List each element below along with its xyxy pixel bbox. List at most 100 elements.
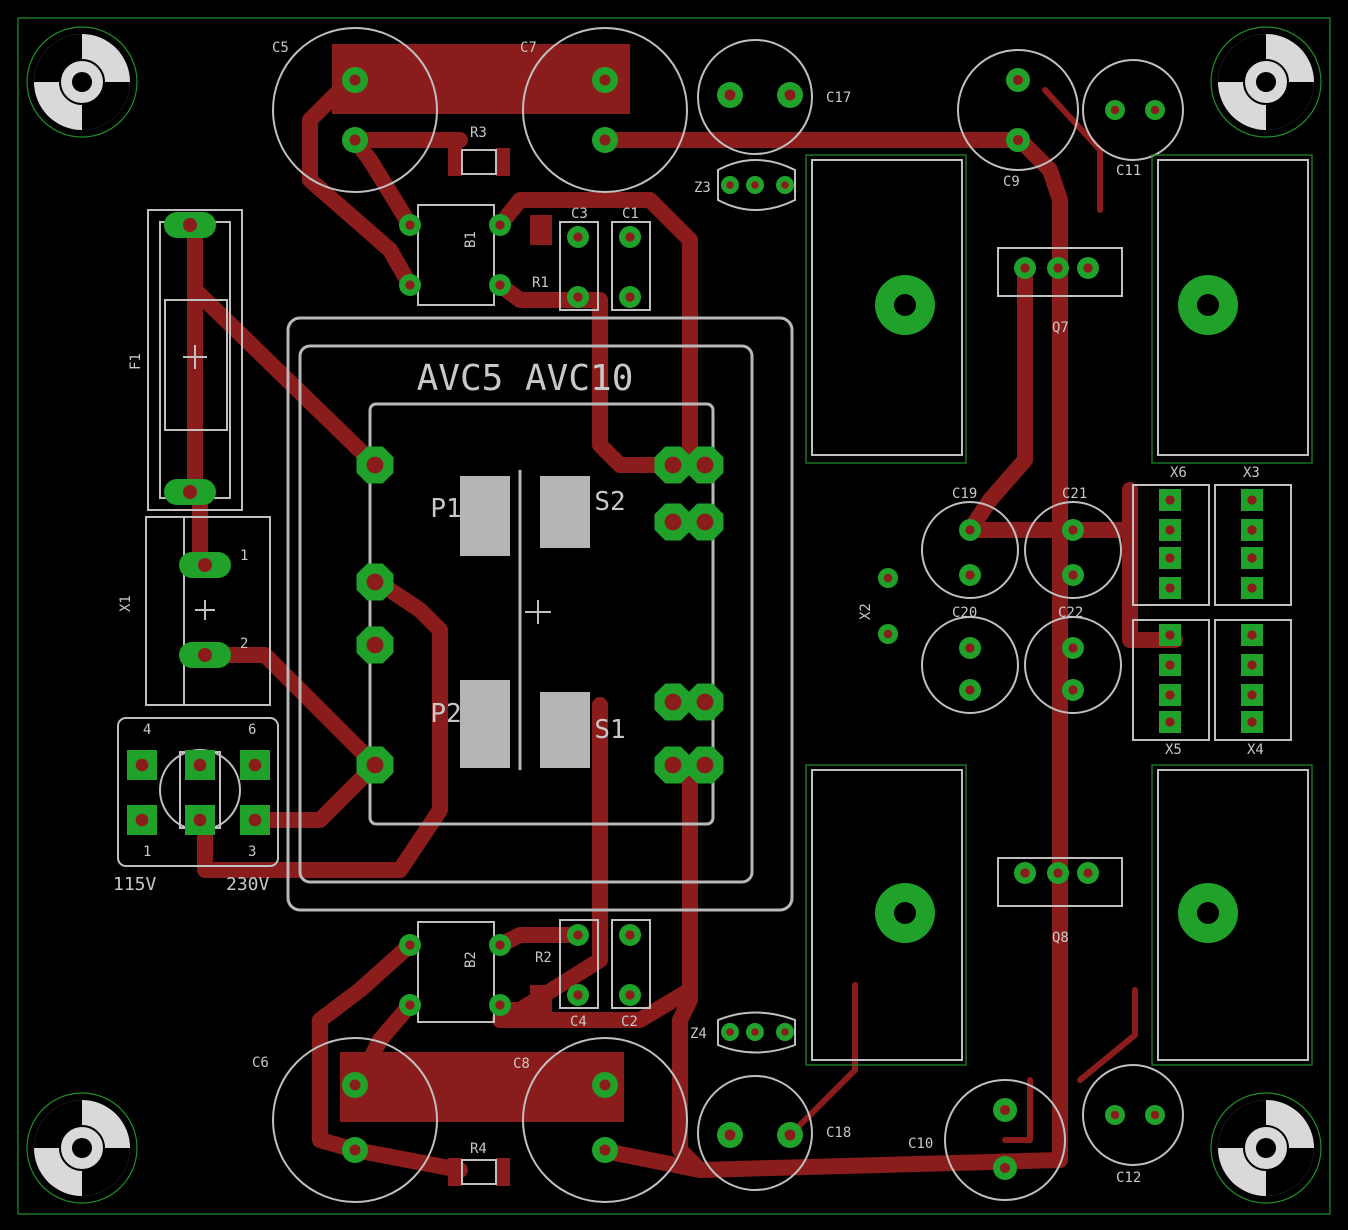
pad-drill: [1068, 525, 1078, 535]
label-c19: C19: [952, 486, 977, 502]
mounting-hole-top-left: [26, 26, 138, 138]
transformer-footprint: AVC5 AVC10 P1 P2 S1 S2: [286, 316, 794, 912]
pad-drill: [349, 134, 361, 146]
winding-p2-label: P2: [430, 699, 461, 729]
component-labels: C5 C7 C17 C9 C11 R3 R1 C3 C1 Z3 Q7 Q8 C1…: [143, 40, 1264, 1186]
mounting-hole-bottom-right: [1210, 1092, 1322, 1204]
pads: [127, 67, 1263, 1180]
terminal-blocks: [1132, 484, 1292, 741]
pad-drill: [135, 758, 149, 772]
label-c20: C20: [952, 605, 977, 621]
label-c10: C10: [908, 1136, 933, 1152]
pad-drill: [193, 758, 207, 772]
pad-drill: [248, 813, 262, 827]
pad-drill: [1053, 868, 1063, 878]
pad-drill: [573, 292, 583, 302]
pad-drill: [965, 525, 975, 535]
pad-drill: [1165, 525, 1175, 535]
label-z4: Z4: [690, 1026, 707, 1042]
label-c9: C9: [1003, 174, 1020, 190]
pad-drill: [883, 573, 893, 583]
pad-drill: [405, 220, 415, 230]
label-c17: C17: [826, 90, 851, 106]
pad-drill: [1247, 660, 1257, 670]
copper-pour-top: [332, 44, 630, 114]
label-q8: Q8: [1052, 930, 1069, 946]
pad-drill: [726, 1028, 734, 1036]
pad-drill: [999, 1162, 1011, 1174]
pad-drill: [1110, 1110, 1120, 1120]
winding-s1-label: S1: [594, 715, 625, 745]
label-sel-pin3: 3: [248, 844, 256, 860]
pad-drill: [349, 1079, 361, 1091]
pad-drill: [696, 456, 714, 474]
pad-drill: [366, 573, 384, 591]
label-x1-pin2: 2: [240, 636, 248, 652]
label-c2: C2: [621, 1014, 638, 1030]
board-outline: [17, 17, 1331, 1215]
pad-drill: [1068, 685, 1078, 695]
pad-drill: [1247, 583, 1257, 593]
pad-drill: [1247, 717, 1257, 727]
winding-s2-label: S2: [594, 487, 625, 517]
label-c8: C8: [513, 1056, 530, 1072]
pad-drill: [1247, 553, 1257, 563]
pad-drill: [664, 456, 682, 474]
pad-drill: [495, 940, 505, 950]
pad-drill: [366, 456, 384, 474]
pad-drill: [248, 758, 262, 772]
selector-230v-label: 230V: [226, 874, 270, 895]
label-x1-pin1: 1: [240, 548, 248, 564]
pad-drill: [664, 693, 682, 711]
label-c3: C3: [571, 206, 588, 222]
pad-drill: [405, 280, 415, 290]
pad-drill: [724, 89, 736, 101]
pad-drill: [1247, 690, 1257, 700]
pad-drill: [495, 220, 505, 230]
traces: [187, 72, 1183, 1178]
resistor-pads: [448, 148, 552, 1186]
rotated-labels: F1 X1 X2 B1 B2: [118, 231, 874, 968]
pad-drill: [883, 629, 893, 639]
pad-drill: [1247, 525, 1257, 535]
selector-115v-label: 115V: [113, 874, 157, 895]
pad-drill: [1083, 868, 1093, 878]
pad-drill: [784, 89, 796, 101]
label-b1: B1: [463, 231, 479, 248]
pad-drill: [135, 813, 149, 827]
label-x2: X2: [858, 603, 874, 620]
heatsink-q8-right: [1151, 764, 1313, 1066]
pad-drill: [965, 570, 975, 580]
label-x1: X1: [118, 595, 134, 612]
pad-drill: [696, 756, 714, 774]
pad-drill: [696, 693, 714, 711]
pad-drill: [625, 232, 635, 242]
label-r3: R3: [470, 125, 487, 141]
label-f1: F1: [128, 353, 144, 370]
label-r2: R2: [535, 950, 552, 966]
pad-drill: [1083, 263, 1093, 273]
label-x5: X5: [1165, 742, 1182, 758]
pad-drill: [183, 485, 197, 499]
pad-drill: [965, 643, 975, 653]
pad-drill: [1165, 583, 1175, 593]
pad-drill: [366, 756, 384, 774]
label-c5: C5: [272, 40, 289, 56]
label-c11: C11: [1116, 163, 1141, 179]
pad-drill: [781, 1028, 789, 1036]
label-sel-pin1: 1: [143, 844, 151, 860]
pad-drill: [198, 648, 212, 662]
pad-drill: [599, 134, 611, 146]
pad-drill: [664, 513, 682, 531]
pad-drill: [1150, 1110, 1160, 1120]
pad-drill: [1165, 553, 1175, 563]
pad-drill: [1053, 263, 1063, 273]
label-c7: C7: [520, 40, 537, 56]
pad-drill: [1012, 74, 1024, 86]
label-r1: R1: [532, 275, 549, 291]
pad-drill: [599, 1079, 611, 1091]
pad-drill: [573, 990, 583, 1000]
board-title: AVC5 AVC10: [417, 358, 634, 399]
pad-drill: [1110, 105, 1120, 115]
heatsink-q7-left: [805, 154, 967, 464]
